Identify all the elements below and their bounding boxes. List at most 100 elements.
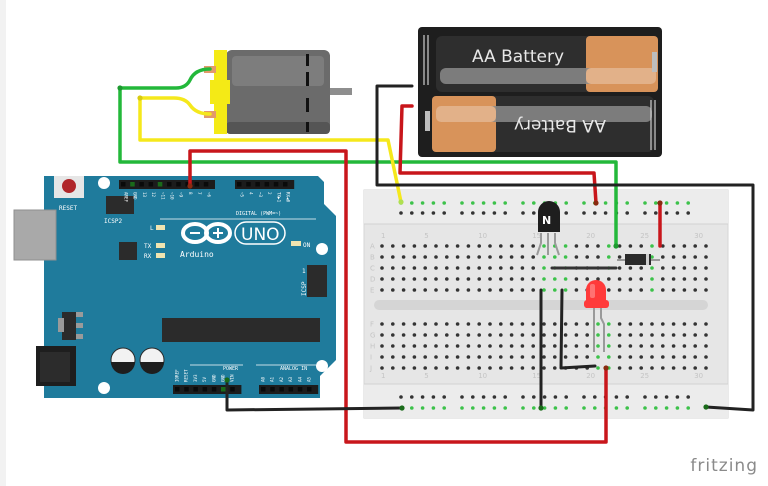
breadboard-hole[interactable]	[423, 277, 428, 281]
wire-black-battery[interactable]	[375, 84, 755, 412]
breadboard-hole[interactable]	[542, 277, 546, 281]
breadboard-hole[interactable]	[650, 355, 654, 359]
breadboard-hole[interactable]	[585, 244, 589, 248]
breadboard-hole[interactable]	[553, 344, 557, 348]
breadboard-hole[interactable]	[466, 333, 471, 337]
breadboard-hole[interactable]	[596, 255, 600, 259]
breadboard-hole[interactable]	[466, 366, 471, 370]
breadboard-hole[interactable]	[596, 277, 600, 281]
breadboard-hole[interactable]	[542, 344, 546, 348]
breadboard-hole[interactable]	[401, 322, 406, 326]
breadboard-hole[interactable]	[412, 333, 417, 337]
breadboard-hole[interactable]	[423, 344, 428, 348]
header-pin[interactable]	[237, 182, 242, 187]
breadboard-hole[interactable]	[477, 344, 482, 348]
breadboard-hole[interactable]	[412, 244, 417, 248]
header-pin[interactable]	[157, 182, 163, 187]
breadboard-hole[interactable]	[596, 333, 600, 337]
breadboard-hole[interactable]	[445, 288, 449, 292]
rail-hole[interactable]	[420, 201, 425, 205]
breadboard-hole[interactable]	[542, 266, 546, 270]
breadboard-hole[interactable]	[445, 333, 449, 337]
rail-hole[interactable]	[564, 201, 568, 205]
header-pin[interactable]	[167, 182, 172, 187]
breadboard-hole[interactable]	[412, 355, 417, 359]
breadboard-hole[interactable]	[671, 355, 676, 359]
breadboard-hole[interactable]	[693, 355, 697, 359]
breadboard-hole[interactable]	[693, 322, 697, 326]
breadboard-hole[interactable]	[574, 333, 579, 337]
breadboard-hole[interactable]	[574, 322, 579, 326]
breadboard-hole[interactable]	[607, 355, 611, 359]
breadboard-hole[interactable]	[466, 255, 471, 259]
rail-hole[interactable]	[532, 211, 536, 215]
rail-hole[interactable]	[664, 406, 669, 410]
breadboard-hole[interactable]	[423, 288, 428, 292]
breadboard-hole[interactable]	[650, 366, 654, 370]
breadboard-hole[interactable]	[617, 366, 622, 370]
breadboard-hole[interactable]	[693, 266, 697, 270]
breadboard-hole[interactable]	[704, 255, 708, 259]
breadboard-hole[interactable]	[574, 288, 579, 292]
breadboard-hole[interactable]	[639, 344, 643, 348]
wire-endpoint[interactable]	[538, 405, 544, 411]
breadboard-hole[interactable]	[628, 244, 633, 248]
breadboard-hole[interactable]	[628, 322, 633, 326]
breadboard-hole[interactable]	[607, 255, 611, 259]
breadboard-hole[interactable]	[380, 288, 384, 292]
breadboard-hole[interactable]	[520, 322, 525, 326]
breadboard-hole[interactable]	[434, 366, 438, 370]
breadboard-hole[interactable]	[455, 288, 460, 292]
rail-hole[interactable]	[399, 211, 403, 215]
breadboard-hole[interactable]	[434, 277, 438, 281]
header-pin[interactable]	[121, 182, 126, 187]
breadboard-hole[interactable]	[704, 266, 708, 270]
breadboard-hole[interactable]	[704, 344, 708, 348]
breadboard-hole[interactable]	[509, 244, 514, 248]
breadboard-hole[interactable]	[617, 255, 622, 259]
breadboard-hole[interactable]	[628, 333, 633, 337]
rail-hole[interactable]	[654, 406, 658, 410]
rail-hole[interactable]	[471, 211, 475, 215]
breadboard-hole[interactable]	[455, 255, 460, 259]
breadboard-hole[interactable]	[488, 244, 492, 248]
header-pin[interactable]	[184, 387, 189, 392]
breadboard-hole[interactable]	[574, 244, 579, 248]
breadboard-hole[interactable]	[671, 333, 676, 337]
breadboard-hole[interactable]	[401, 344, 406, 348]
wire-yellow-motor[interactable]	[138, 96, 403, 204]
rail-hole[interactable]	[593, 395, 597, 399]
breadboard-hole[interactable]	[455, 366, 460, 370]
wire-endpoint[interactable]	[117, 85, 123, 91]
breadboard-hole[interactable]	[434, 322, 438, 326]
rail-hole[interactable]	[431, 395, 436, 399]
breadboard-hole[interactable]	[628, 344, 633, 348]
breadboard-hole[interactable]	[391, 333, 395, 337]
rail-hole[interactable]	[542, 395, 547, 399]
rail-hole[interactable]	[471, 406, 475, 410]
wire-endpoint[interactable]	[613, 243, 619, 249]
rail-hole[interactable]	[532, 201, 536, 205]
breadboard-hole[interactable]	[563, 277, 568, 281]
rail-hole[interactable]	[564, 211, 568, 215]
breadboard-hole[interactable]	[477, 255, 482, 259]
breadboard-hole[interactable]	[499, 366, 503, 370]
breadboard-hole[interactable]	[542, 255, 546, 259]
breadboard-hole[interactable]	[693, 333, 697, 337]
rail-hole[interactable]	[442, 211, 447, 215]
rail-hole[interactable]	[442, 406, 447, 410]
breadboard-hole[interactable]	[445, 244, 449, 248]
breadboard-hole[interactable]	[391, 355, 395, 359]
breadboard-hole[interactable]	[455, 344, 460, 348]
breadboard-hole[interactable]	[650, 277, 654, 281]
breadboard-hole[interactable]	[585, 255, 589, 259]
breadboard-hole[interactable]	[585, 344, 589, 348]
wire-endpoint[interactable]	[224, 377, 230, 383]
breadboard-hole[interactable]	[466, 266, 471, 270]
breadboard-hole[interactable]	[682, 288, 687, 292]
breadboard-hole[interactable]	[617, 277, 622, 281]
rail-hole[interactable]	[553, 395, 558, 399]
header-pin[interactable]	[193, 387, 198, 392]
rail-hole[interactable]	[410, 395, 414, 399]
breadboard-hole[interactable]	[488, 266, 492, 270]
